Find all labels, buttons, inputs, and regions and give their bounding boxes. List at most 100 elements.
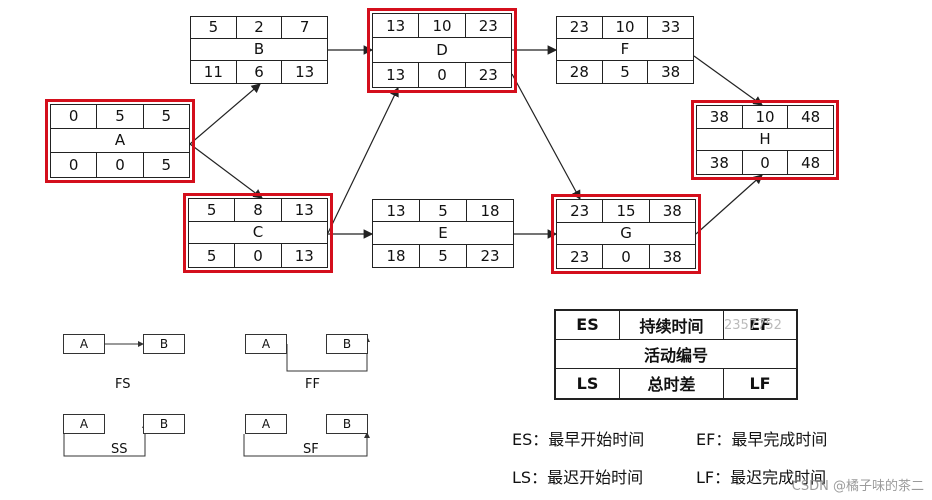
node-cell-dur: 5 [420, 200, 467, 222]
node-cell-ls: 18 [373, 244, 420, 267]
node-cell-dur: 5 [97, 105, 144, 128]
node-row: B [191, 39, 327, 61]
arrow-g-to-h [695, 174, 763, 235]
legend-total-float: 总时差 [620, 368, 724, 398]
definition-es: ES：最早开始时间 [512, 430, 645, 449]
node-cell-tf: 0 [235, 244, 282, 267]
watermark-text: CSDN @橘子味的茶二 [791, 479, 924, 494]
node-cell-id: D [436, 40, 448, 59]
node-cell-ef: 7 [299, 18, 310, 37]
ss-box-b: B [143, 414, 185, 434]
faint-id-text: 2357752 [724, 318, 782, 333]
sf-box-a: A [245, 414, 287, 434]
definition-ls: LS：最迟开始时间 [512, 468, 644, 487]
legend-ef: EF [749, 315, 771, 335]
node-cell-es: 5 [191, 17, 237, 38]
node-row: H [697, 129, 833, 152]
node-cell-tf: 5 [603, 60, 649, 83]
node-cell-ef: 38 [662, 201, 682, 220]
ff-label: FF [305, 377, 320, 392]
node-cell-tf: 0 [419, 62, 466, 87]
node-cell-ls: 13 [373, 62, 420, 87]
node-cell-es: 23 [557, 200, 604, 222]
definition-ef: EF：最早完成时间 [696, 430, 828, 449]
node-cell-ef: 13 [294, 200, 314, 219]
fs-label: FS [115, 377, 131, 392]
node-cell-tf: 0 [603, 245, 650, 268]
node-cell-dur: 10 [743, 106, 789, 128]
legend-middle-row: 活动编号 [556, 340, 796, 369]
node-cell-ls: 38 [697, 151, 743, 174]
arrow-c-to-d [327, 86, 399, 234]
legend-ls: LS [556, 368, 620, 398]
legend-bottom-row: LS 总时差 LF [556, 368, 796, 398]
node-cell-lf: 48 [801, 153, 821, 172]
node-cell-es: 23 [557, 17, 603, 38]
node-cell-lf: 38 [661, 62, 681, 81]
node-cell-ls: 28 [557, 60, 603, 83]
definition-lf: LF：最迟完成时间 [696, 468, 827, 487]
ss-box-a: A [63, 414, 105, 434]
node-cell-dur: 10 [603, 17, 649, 38]
node-cell-ls: 5 [189, 244, 236, 267]
legend-activity-name: 活动编号 [643, 345, 708, 365]
arrow-f-to-h [693, 55, 763, 106]
arrow-d-to-g [511, 73, 581, 201]
node-cell-id: F [620, 40, 630, 59]
legend-top-row: ES 持续时间 EF [556, 311, 796, 340]
legend-lf: LF [749, 373, 771, 393]
node-cell-lf: 13 [294, 246, 314, 265]
fs-box-a: A [63, 334, 105, 354]
node-row: E [373, 222, 513, 245]
node-cell-dur: 10 [419, 14, 466, 38]
sf-label: SF [303, 442, 319, 457]
node-row: C [189, 222, 327, 245]
node-row: G [557, 223, 695, 246]
node-cell-lf: 38 [662, 247, 682, 266]
node-row: A [51, 129, 189, 153]
node-cell-es: 13 [373, 200, 420, 222]
node-row: D [373, 38, 511, 63]
node-cell-ef: 18 [480, 201, 500, 220]
node-cell-id: G [620, 224, 632, 243]
node-cell-es: 0 [51, 105, 98, 128]
node-cell-dur: 15 [603, 200, 650, 222]
legend-box: ES 持续时间 EF 活动编号 LS 总时差 LF [554, 309, 798, 400]
node-cell-id: C [252, 223, 264, 242]
node-cell-ls: 0 [51, 152, 98, 177]
node-cell-id: H [759, 130, 771, 149]
node-cell-ef: 33 [661, 18, 681, 37]
node-cell-dur: 2 [237, 17, 283, 38]
ss-label: SS [111, 442, 128, 457]
node-cell-ls: 23 [557, 245, 604, 268]
node-cell-id: E [438, 223, 448, 242]
node-cell-lf: 5 [161, 155, 172, 174]
node-cell-id: A [114, 131, 126, 150]
node-cell-es: 5 [189, 199, 236, 221]
sf-box-b: B [326, 414, 368, 434]
ff-box-b: B [326, 334, 368, 354]
node-cell-ef: 5 [161, 107, 172, 126]
node-cell-ls: 11 [191, 60, 237, 83]
node-cell-tf: 0 [97, 152, 144, 177]
